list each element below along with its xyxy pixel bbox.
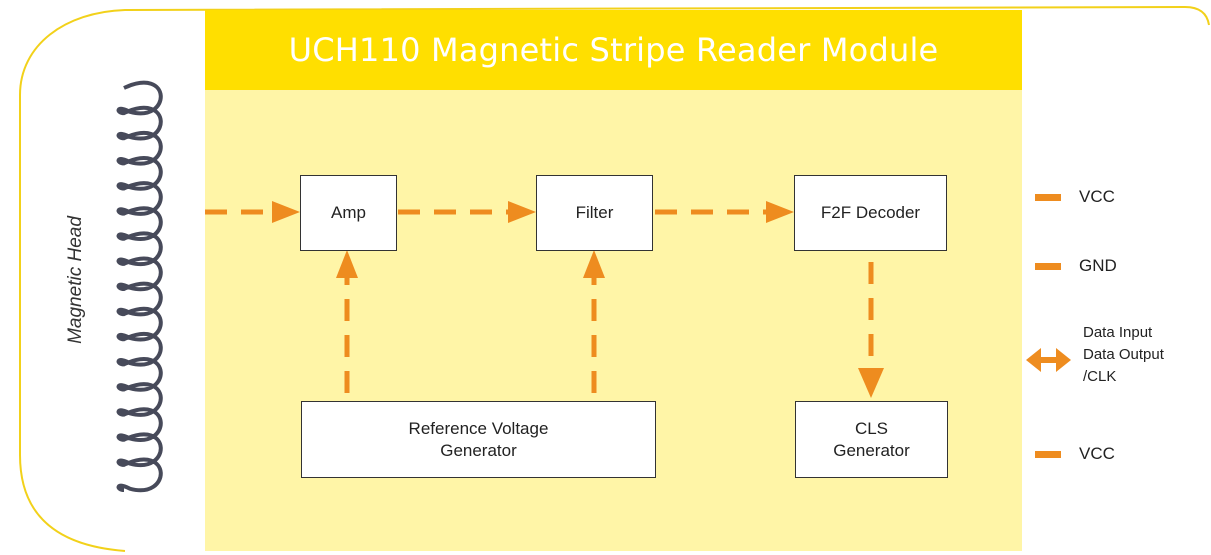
f2f-decoder-block: F2F Decoder [794,175,947,251]
cls-label-line-2: Generator [833,440,910,460]
filter-label: Filter [575,203,614,223]
module-outline [19,5,1210,552]
cls-generator-block: CLS Generator [795,401,948,478]
pin-vcc-bottom-marker [1035,451,1061,458]
cls-label-line-1: CLS [854,419,889,439]
arrowhead-filter-up [583,250,605,278]
arrowhead-amp [272,201,300,223]
f2f-decoder-label: F2F Decoder [820,203,921,223]
pin-clk-label: /CLK [1083,367,1117,385]
reference-voltage-generator-block: Reference Voltage Generator [301,401,656,478]
pin-gnd-label: GND [1079,256,1117,275]
amp-label: Amp [331,203,366,223]
title-bar: UCH110 Magnetic Stripe Reader Module [205,10,1022,90]
arrowhead-cls-down [858,368,884,398]
bidirectional-arrow-icon [1026,348,1071,372]
reference-voltage-label-line-1: Reference Voltage [408,419,549,439]
pin-data-output-label: Data Output [1083,345,1164,363]
pin-data-input-label: Data Input [1083,324,1153,341]
magnetic-head-coil-icon [116,80,163,493]
pin-gnd-marker [1035,263,1061,270]
pin-vcc-top-label: VCC [1079,187,1115,206]
pin-vcc-top-marker [1035,194,1061,201]
pin-data-io-label: Data Input Data Output /CLK [1083,322,1164,387]
filter-block: Filter [536,175,653,251]
arrowhead-decoder [766,201,794,223]
pin-vcc-bottom-label: VCC [1079,444,1115,463]
diagram-title: UCH110 Magnetic Stripe Reader Module [288,31,939,69]
magnetic-head-label: Magnetic Head [65,216,86,344]
reference-voltage-label-line-2: Generator [440,440,517,460]
amp-block: Amp [300,175,397,251]
arrowhead-amp-up [336,250,358,278]
arrowhead-filter [508,201,536,223]
